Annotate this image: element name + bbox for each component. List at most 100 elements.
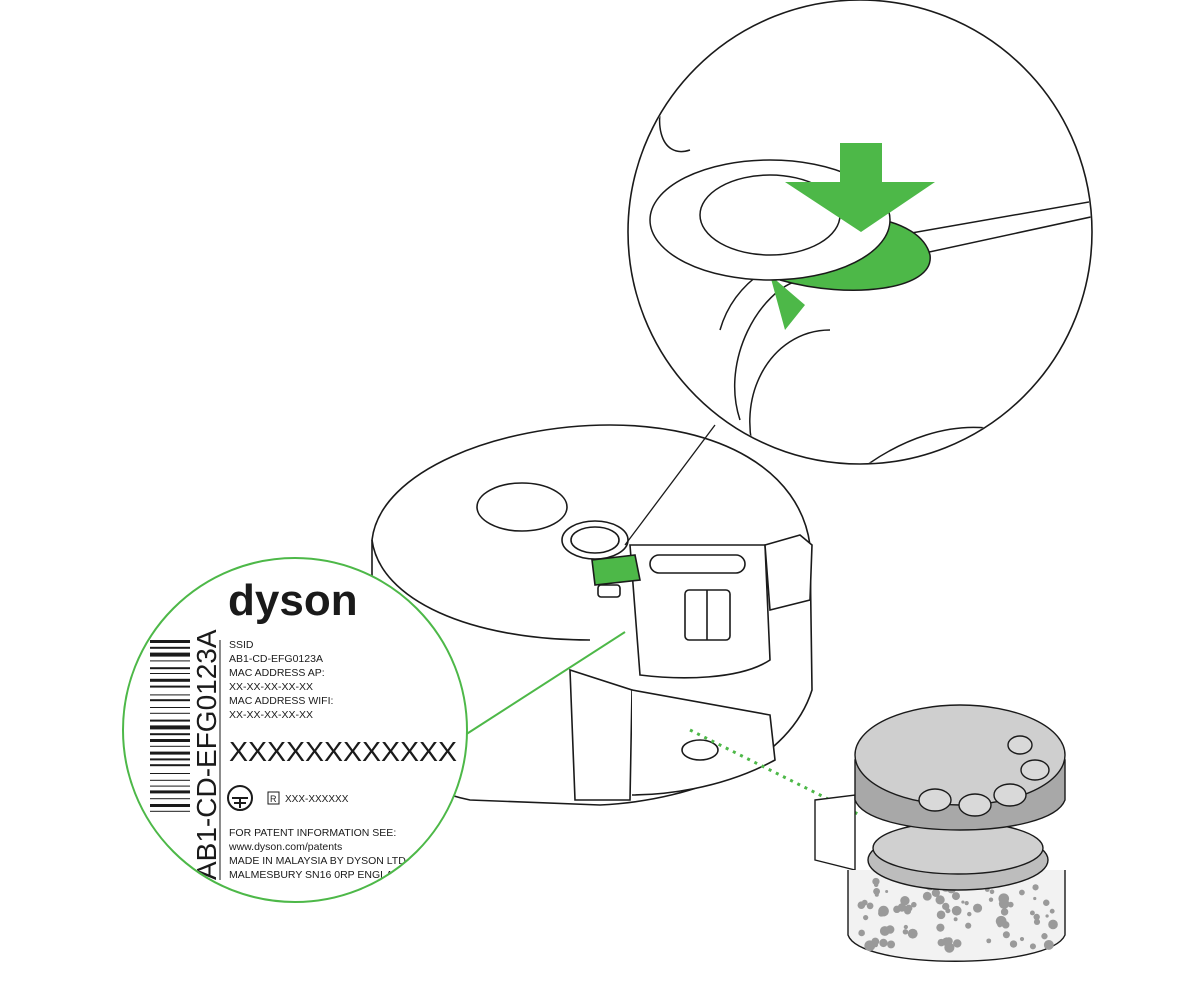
callout-line-label: [464, 631, 626, 736]
debris-particle: [951, 892, 960, 901]
barcode-bar: [150, 652, 190, 657]
debris-particle: [1000, 908, 1009, 916]
barcode-bar: [150, 790, 190, 794]
debris-particle: [953, 917, 958, 922]
barcode-bar: [150, 719, 190, 722]
debris-particle: [1043, 939, 1054, 950]
debris-particle: [1002, 931, 1010, 939]
barcode: [150, 640, 190, 812]
debris-particle: [873, 882, 879, 888]
label-line: MAC ADDRESS AP:: [229, 667, 325, 679]
debris-particle: [879, 926, 890, 936]
debris-particle: [878, 910, 885, 917]
debris-particle: [936, 910, 946, 920]
debris-particle: [988, 897, 994, 902]
product-label: AB1-CD-EFG0123A dyson SSID AB1-CD-EFG012…: [150, 576, 457, 881]
debris-particle: [863, 914, 869, 921]
label-footer: www.dyson.com/patents: [228, 841, 342, 853]
barcode-bar: [150, 779, 190, 781]
reg-number: XXX-XXXXXX: [285, 794, 349, 805]
barcode-bar: [150, 660, 190, 662]
debris-particle: [858, 929, 865, 937]
barcode-bar: [150, 712, 190, 714]
label-line: XX-XX-XX-XX-XX: [229, 681, 313, 693]
barcode-bar: [150, 804, 190, 807]
barcode-bar: [150, 725, 190, 730]
debris-particle: [967, 911, 972, 917]
reg-mark-box: [267, 791, 280, 805]
debris-particle: [995, 915, 1007, 927]
barcode-bar: [150, 773, 190, 774]
debris-particle: [1051, 924, 1056, 929]
debris-particle: [901, 905, 906, 909]
debris-particle: [903, 924, 908, 930]
debris-particle: [935, 895, 945, 905]
debris-particle: [1033, 918, 1041, 926]
barcode-bar: [150, 640, 190, 643]
barcode-bar: [150, 673, 190, 674]
debris-particle: [986, 938, 992, 944]
debris-particle: [887, 940, 896, 949]
barcode-bar: [150, 733, 190, 736]
debris-particle: [965, 922, 972, 929]
debris-particle: [989, 889, 995, 895]
debris-particle: [879, 938, 888, 948]
debris-particle: [1043, 899, 1050, 906]
debris-particle: [907, 928, 918, 939]
debris-particle: [936, 923, 945, 932]
robot-vacuum-body: [371, 424, 813, 806]
debris-particle: [1033, 913, 1040, 921]
label-line: MAC ADDRESS WIFI:: [229, 695, 333, 707]
serial-number: XXXXXXXXXXXX: [229, 736, 457, 767]
debris-particle: [873, 942, 878, 948]
debris-particle: [961, 900, 965, 904]
barcode-bar: [150, 745, 190, 747]
debris-particle: [866, 902, 874, 910]
debris-particle: [864, 940, 876, 952]
label-line: XX-XX-XX-XX-XX: [229, 709, 313, 721]
label-footer: FOR PATENT INFORMATION SEE:: [229, 827, 396, 839]
certification-mark-icon: [227, 785, 253, 811]
debris-particle: [1032, 884, 1039, 891]
label-footer: MADE IN MALAYSIA BY DYSON LTD: [229, 855, 406, 867]
debris-particle: [900, 896, 910, 906]
label-line: AB1-CD-EFG0123A: [229, 653, 323, 665]
label-footer: MALMESBURY SN16 0RP ENGLAN: [229, 869, 401, 881]
barcode-bar: [150, 785, 190, 787]
debris-particle: [931, 888, 940, 898]
debris-particle: [937, 938, 946, 947]
debris-particle: [1041, 933, 1048, 940]
barcode-bar: [150, 758, 190, 761]
label-detail-circle: [122, 557, 468, 903]
barcode-bar: [150, 764, 190, 767]
barcode-bar: [150, 694, 190, 696]
barcode-bar: [150, 810, 190, 812]
debris-particle: [1029, 943, 1036, 950]
debris-particle: [1009, 940, 1018, 948]
reg-mark: R: [270, 794, 277, 804]
debris-particle: [874, 892, 879, 897]
debris-particle: [951, 905, 962, 916]
brand-logo: dyson: [228, 576, 358, 625]
debris-particle: [953, 939, 962, 948]
debris-particle: [1029, 910, 1035, 916]
barcode-bar: [150, 739, 190, 742]
debris-particle: [857, 901, 866, 910]
debris-particle: [902, 929, 909, 935]
debris-particle: [1033, 896, 1037, 901]
barcode-bar: [150, 798, 190, 800]
debris-particle: [998, 898, 1010, 909]
debris-particle: [942, 902, 950, 911]
barcode-bar: [150, 646, 190, 649]
callout-line-top: [624, 424, 716, 546]
button-highlight: [591, 554, 641, 586]
debris-particle: [885, 890, 889, 894]
debris-particle: [1049, 908, 1055, 914]
button-detail-circle: [627, 0, 1093, 465]
debris-particle: [973, 903, 983, 913]
debris-particle: [1019, 889, 1025, 896]
press-down-arrow-icon: [785, 143, 935, 232]
debris-particle: [1045, 914, 1049, 918]
barcode-bar: [150, 685, 190, 688]
